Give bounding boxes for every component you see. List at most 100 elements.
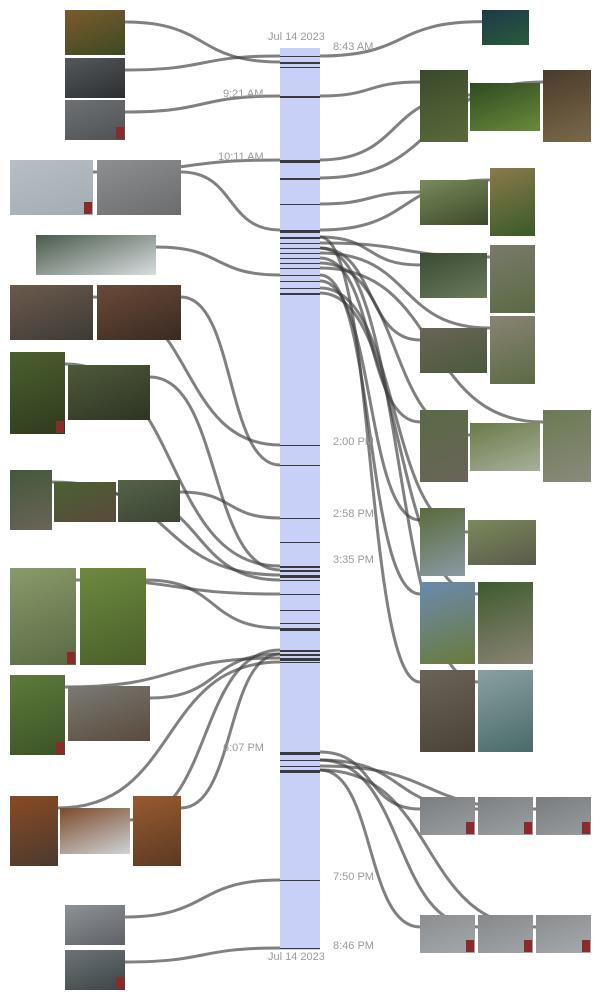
license-badge (56, 742, 64, 754)
photo-time-tick (280, 575, 320, 578)
photo-time-tick (280, 281, 320, 282)
photo-time-tick (280, 445, 320, 446)
photo-forest-stream[interactable] (420, 253, 487, 298)
photo-time-tick (280, 662, 320, 663)
timeline-bar (280, 48, 320, 950)
photo-rusty-object-3[interactable] (133, 796, 181, 866)
photo-time-tick (280, 237, 320, 239)
photo-orca-3[interactable] (536, 797, 591, 835)
photo-totem-1[interactable] (490, 245, 535, 313)
connector-line (155, 245, 281, 277)
date-label-top: Jul 14 2023 (268, 31, 325, 43)
timeline-bar-fill (280, 48, 320, 950)
connector-line (319, 768, 537, 929)
photo-orca-1[interactable] (420, 797, 475, 835)
photo-ruin-2[interactable] (54, 482, 116, 522)
time-label-8: 8:46 PM (333, 940, 374, 952)
photo-time-tick (280, 288, 320, 289)
photo-time-tick (280, 96, 320, 98)
photo-deer-by-cabin[interactable] (80, 568, 146, 665)
photo-rusty-object-2[interactable] (60, 808, 130, 854)
photo-orca-6[interactable] (536, 915, 591, 953)
connector-line (124, 946, 281, 964)
photo-forest-path[interactable] (420, 70, 468, 142)
license-badge (84, 202, 92, 214)
photo-cabins[interactable] (68, 686, 150, 741)
photo-time-tick (280, 760, 320, 761)
photo-old-cabin[interactable] (68, 365, 150, 420)
photo-forest-shoreline[interactable] (36, 235, 156, 275)
photo-framed-plot[interactable] (543, 70, 591, 142)
photo-time-tick (280, 178, 320, 180)
photo-time-tick (280, 752, 320, 755)
photo-time-tick (280, 566, 320, 568)
photo-time-tick (280, 594, 320, 595)
photo-underwater[interactable] (482, 10, 529, 45)
photo-leaning-pole[interactable] (468, 520, 536, 565)
photo-pole-field[interactable] (470, 423, 540, 471)
photo-time-tick (280, 650, 320, 652)
connector-line (124, 94, 281, 114)
photo-time-tick (280, 580, 320, 581)
connector-line (319, 80, 421, 98)
photo-birds-on-water[interactable] (65, 100, 125, 140)
time-label-0: 8:43 AM (333, 41, 374, 53)
photo-time-tick (280, 253, 320, 254)
timeline-ticks (280, 48, 320, 950)
photo-ruin-1[interactable] (10, 470, 52, 530)
photo-blurry-sea[interactable] (478, 670, 533, 752)
photo-tall-poles[interactable] (543, 410, 591, 482)
photo-time-tick (280, 248, 320, 249)
photo-time-tick (280, 243, 320, 244)
connector-line (124, 20, 281, 64)
photo-carved-face[interactable] (420, 328, 487, 373)
photo-fallen-pole[interactable] (490, 168, 535, 236)
photo-fallen-logs[interactable] (118, 480, 180, 522)
photo-deer-in-grass[interactable] (10, 675, 65, 755)
photo-birds-in-flight[interactable] (10, 160, 93, 215)
photo-orca-5[interactable] (478, 915, 533, 953)
time-label-3: 2:00 PM (333, 436, 374, 448)
photo-orca-4[interactable] (420, 915, 475, 953)
photo-sky-pole[interactable] (420, 582, 475, 664)
license-badge (67, 652, 75, 664)
photo-lichen[interactable] (65, 10, 125, 55)
connector-line (319, 235, 421, 684)
photo-time-tick (280, 230, 320, 233)
photo-iron-frame[interactable] (97, 285, 181, 340)
photo-time-tick (280, 293, 320, 295)
photo-time-tick (280, 654, 320, 656)
photo-carved-pole-closeup[interactable] (420, 670, 475, 752)
license-badge (466, 822, 474, 834)
photo-rusty-metal[interactable] (10, 285, 93, 340)
photo-time-tick (280, 658, 320, 661)
photo-orca-2[interactable] (478, 797, 533, 835)
time-label-5: 3:35 PM (333, 554, 374, 566)
photo-swing-person[interactable] (10, 352, 65, 434)
photo-single-totem[interactable] (478, 582, 533, 664)
photo-time-tick (280, 623, 320, 624)
photo-meadow-trees[interactable] (420, 180, 488, 225)
photo-time-tick (280, 268, 320, 269)
photo-sea-overcast[interactable] (65, 905, 125, 945)
photo-time-tick (280, 766, 320, 767)
connector-line (319, 190, 421, 206)
time-label-1: 9:21 AM (223, 88, 264, 100)
photo-totem-2[interactable] (490, 316, 535, 384)
photo-bird-on-water[interactable] (97, 160, 181, 215)
photo-pole-in-forest[interactable] (420, 410, 468, 482)
connector-line (124, 54, 281, 72)
photo-flowers[interactable] (470, 83, 540, 131)
photo-time-tick (280, 518, 320, 519)
photo-rusty-object-1[interactable] (10, 796, 58, 866)
photo-rocky-shore[interactable] (65, 58, 125, 98)
photo-orchid[interactable] (10, 568, 76, 665)
photo-time-tick (280, 628, 320, 631)
license-badge (524, 940, 532, 952)
photo-two-people[interactable] (420, 508, 465, 576)
photo-time-tick (280, 948, 320, 949)
time-label-2: 10:11 AM (218, 151, 264, 163)
photo-time-tick (280, 570, 320, 572)
license-badge (582, 940, 590, 952)
photo-whale-water[interactable] (65, 950, 125, 990)
